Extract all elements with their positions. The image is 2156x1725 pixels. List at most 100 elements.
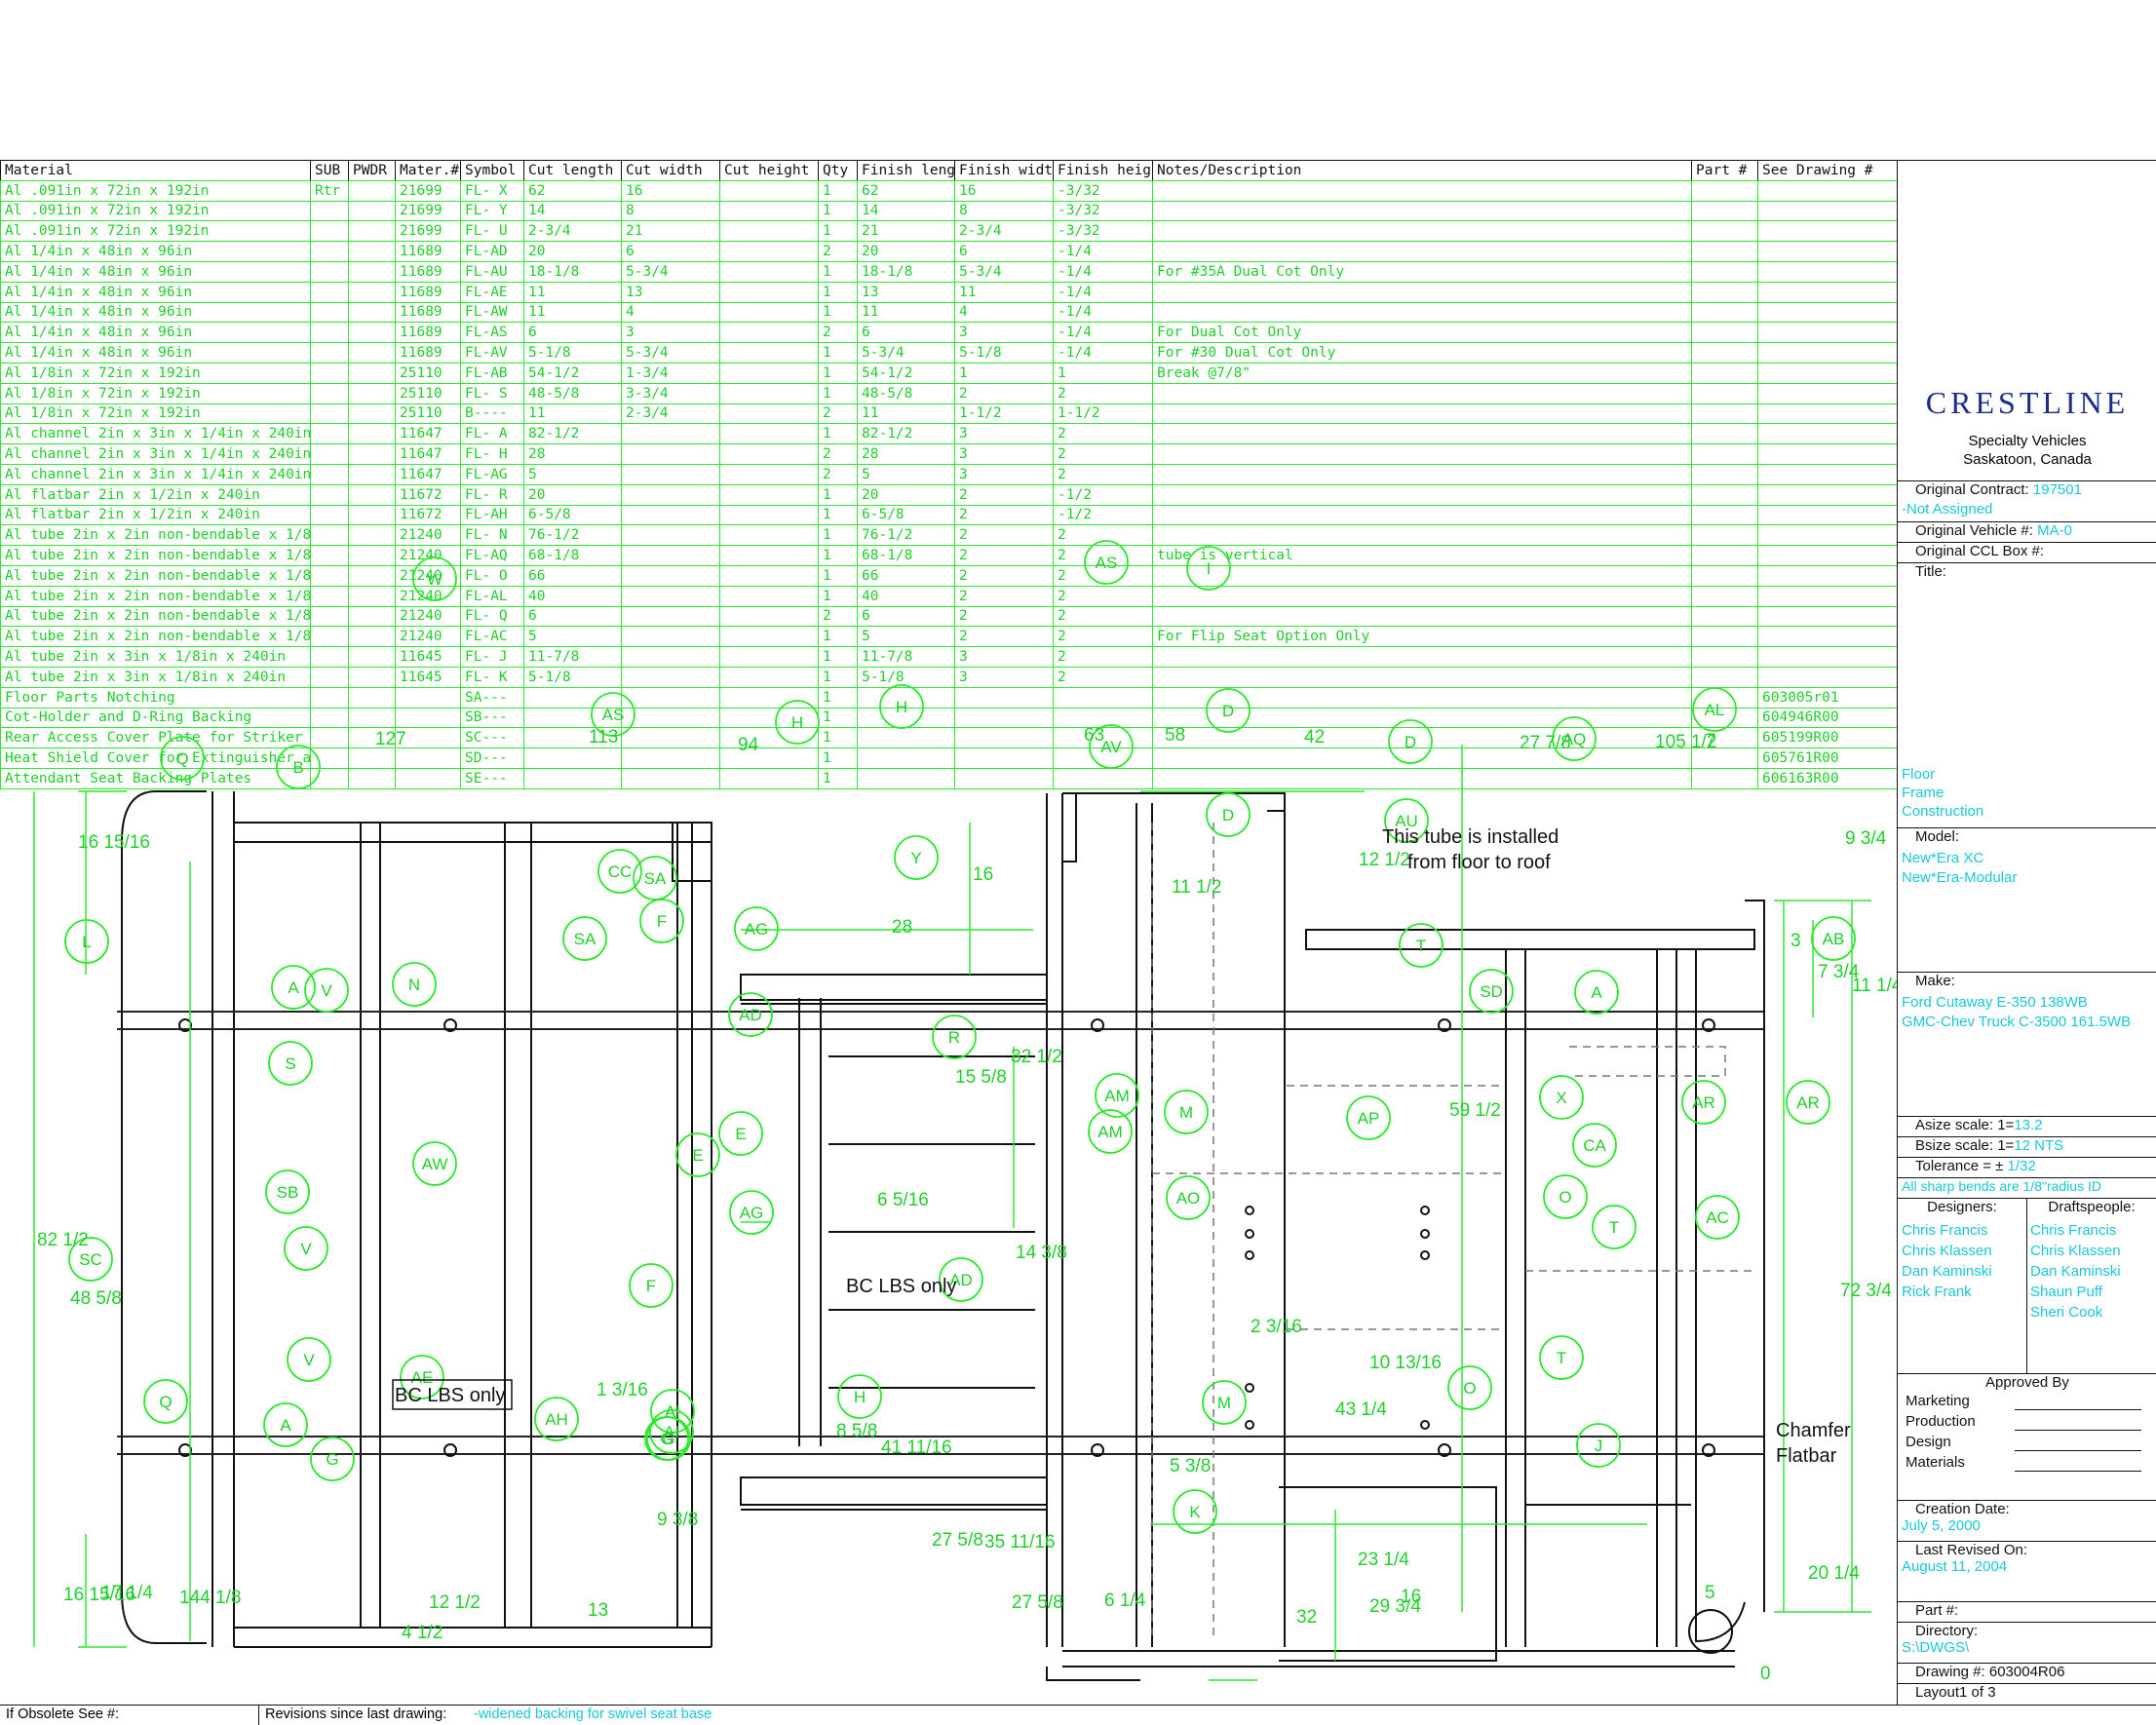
part-bubble-label: H [791,713,803,732]
part-bubble: AH [534,1397,579,1441]
bom-cell: 16 [621,179,720,202]
designers-list: Chris Francis Chris Klassen Dan Kaminski… [1902,1220,1992,1302]
dimension-label: 32 1/2 [1011,1047,1062,1067]
directory-label: Directory: [1915,1623,1979,1639]
bom-cell: Al channel 2in x 3in x 1/4in x 240in [0,463,311,485]
part-bubble: SC [68,1237,113,1282]
part-bubble-label: A [1591,983,1602,1002]
bom-cell: Al tube 2in x 2in non-bendable x 1/8ni [0,524,311,547]
draftsperson-name: Dan Kaminski [2030,1263,2121,1280]
part-bubble-label: Q [175,749,188,768]
part-bubble: G [644,1416,689,1461]
make-line2: GMC-Chev Truck C-3500 161.5WB [1902,1014,2132,1030]
part-bubble-label: AW [422,1155,448,1173]
part-bubble-label: H [896,698,907,716]
dimension-label: 32 [1296,1607,1317,1628]
part-bubble: AE [400,1355,444,1399]
part-bubble: AM [1088,1109,1133,1154]
bom-cell: Rear Access Cover Plate for Striker P [0,727,311,749]
part-bubble: Q [143,1379,188,1424]
original-ccl-label: Original CCL Box #: [1915,543,2044,559]
bends-note: All sharp bends are 1/8"radius ID [1902,1178,2101,1194]
part-bubble: S [268,1041,313,1086]
dimension-label: 7 [1706,731,1716,751]
part-bubble: M [1164,1090,1209,1134]
dimension-label: 41 11/16 [881,1438,952,1458]
part-bubble: D [1388,719,1433,764]
part-bubble-label: AM [1104,1087,1130,1105]
part-bubble-label: Q [159,1393,172,1411]
part-bubble: AP [1346,1095,1391,1140]
make-line1: Ford Cutaway E-350 138WB [1902,994,2088,1011]
part-bubble-label: A [288,978,299,997]
dimension-label: 42 [1304,727,1325,748]
part-bubble-label: AC [1706,1208,1729,1227]
dimension-label: 9 3/8 [657,1510,698,1530]
bom-cell: FL-AW [460,301,524,324]
approval-design: Design [1906,1434,1951,1450]
bom-cell: 5-1/8 [954,342,1054,364]
bom-cell: SA--- [460,686,524,709]
bom-cell: Al channel 2in x 3in x 1/4in x 240in [0,443,311,465]
part-bubble: CC [597,849,642,894]
part-bubble-label: V [300,1240,312,1258]
bom-cell: B---- [460,402,524,425]
obsolete-label: If Obsolete See #: [6,1706,120,1722]
part-bubble: W [412,556,457,601]
dimension-label: 14 3/8 [1016,1243,1067,1263]
part-bubble: AR [1786,1080,1830,1125]
part-bubble-label: SA [574,930,597,948]
part-bubble: SB [265,1169,310,1214]
dimension-label: 144 1/8 [179,1588,241,1608]
part-bubble-label: W [427,570,443,589]
bom-cell: Al .091in x 72in x 192in [0,200,311,222]
dimension-label: 105 1/2 [1655,732,1716,752]
asize-value: 13.2 [2014,1117,2043,1133]
part-bubble: E [675,1132,720,1177]
part-bubble: AI [649,1409,694,1454]
part-bubble: AO [1166,1175,1211,1220]
original-contract-value: 197501 [2032,481,2082,498]
part-bubble-label: SB [277,1183,299,1202]
dimension-label: 35 11/16 [984,1532,1056,1552]
bom-cell: 5-1/8 [857,666,955,688]
part-bubble: AD [939,1257,983,1302]
part-bubble-label: AH [545,1410,568,1429]
dimension-label: 58 [1165,725,1185,746]
part-bubble-label: X [1556,1089,1566,1107]
approved-by-label: Approved By [1985,1374,2069,1391]
dimension-label: 8 5/8 [836,1421,877,1441]
draftsperson-name: Shaun Puff [2030,1284,2102,1300]
part-bubble: B [276,745,321,789]
part-bubble: Q [160,736,205,781]
part-bubble-label: AL [1705,701,1725,719]
part-bubble: F [629,1263,674,1308]
part-bubble: K [1173,1489,1217,1534]
part-bubble-label: G [662,1430,674,1448]
part-bubble: E [718,1111,763,1156]
bom-header-cell: See Drawing # [1757,160,1898,181]
bom-cell: 11 [857,402,955,425]
bsize-value: 12 NTS [2014,1137,2064,1154]
part-bubble: N [392,962,437,1007]
part-bubble: SD [1469,969,1514,1014]
draftspeople-label: Draftspeople: [2048,1199,2136,1215]
dimension-label: 6 1/4 [1104,1591,1146,1611]
directory-value: S:\DWGS\ [1902,1639,1970,1656]
bom-cell: 11645 [395,666,461,688]
part-bubble-label: B [292,758,303,777]
bom-cell: Heat Shield Cover for Extinguisher an [0,748,311,769]
dimension-label: 27 5/8 [932,1530,983,1551]
part-bubble-label: F [657,912,667,931]
part-bubble-label: V [303,1351,315,1369]
bom-cell: FL- S [460,382,524,404]
part-bubble-label: SA [644,869,667,888]
part-bubble: AD [728,992,773,1037]
bom-cell: 21 [857,220,955,243]
part-bubble: L [64,919,109,964]
dimension-label: 20 1/4 [1808,1563,1860,1584]
bom-cell: Cot-Holder and D-Ring Backing [0,707,311,729]
